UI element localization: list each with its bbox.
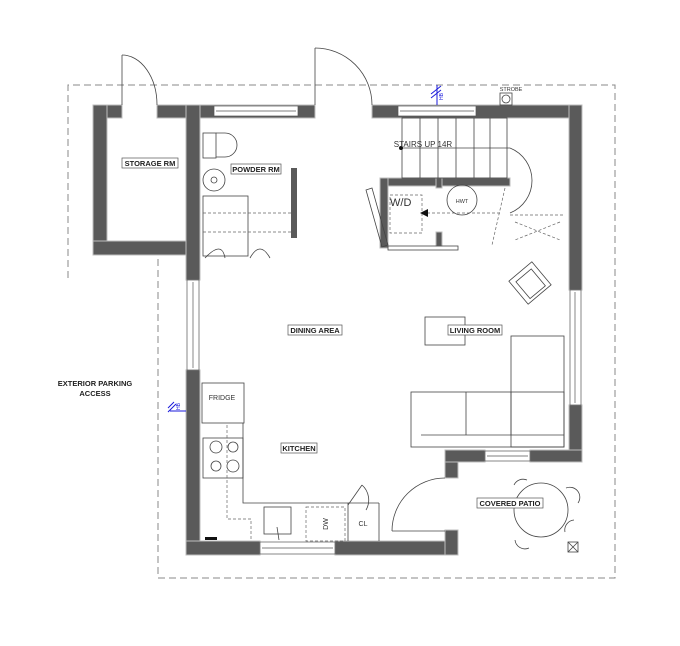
hose-bib-top-icon	[430, 85, 442, 105]
covered-patio-label: COVERED PATIO	[476, 497, 544, 509]
svg-text:POWDER RM: POWDER RM	[232, 165, 280, 174]
kitchen-fixtures	[201, 382, 380, 542]
living-room-label: LIVING ROOM	[447, 324, 503, 336]
hose-bib-top-label: HB	[439, 92, 445, 100]
living-furniture	[410, 261, 565, 448]
stairs	[399, 117, 565, 241]
stairs-label: STAIRS UP 14R	[394, 140, 453, 149]
dishwasher-label: DW	[323, 518, 330, 530]
laundry-fixtures	[387, 184, 506, 251]
svg-text:LIVING ROOM: LIVING ROOM	[450, 326, 500, 335]
svg-text:COVERED PATIO: COVERED PATIO	[480, 499, 541, 508]
hose-bib-left-icon	[167, 401, 186, 413]
fridge-label: FRIDGE	[209, 395, 236, 402]
svg-text:DINING AREA: DINING AREA	[290, 326, 340, 335]
strobe-icon	[499, 92, 513, 106]
hwt-label: HWT	[456, 199, 469, 205]
powder-room-label: POWDER RM	[230, 163, 282, 175]
windows	[186, 105, 582, 555]
doors	[121, 47, 446, 532]
patio-table	[513, 478, 581, 553]
kitchen-label: KITCHEN	[280, 442, 318, 454]
property-boundary	[67, 84, 616, 579]
storage-room-label: STORAGE RM	[121, 157, 179, 169]
svg-text:KITCHEN: KITCHEN	[282, 444, 315, 453]
closet-label: CL	[359, 521, 368, 528]
hose-bib-left-label: HB	[176, 402, 182, 410]
strobe-label: STROBE	[500, 87, 523, 93]
washer-dryer-label: W/D	[390, 197, 411, 209]
svg-text:STORAGE RM: STORAGE RM	[125, 159, 176, 168]
exterior-parking-label: EXTERIOR PARKING ACCESS	[57, 379, 133, 398]
powder-room-fixtures	[202, 132, 297, 259]
dining-area-label: DINING AREA	[287, 324, 343, 336]
